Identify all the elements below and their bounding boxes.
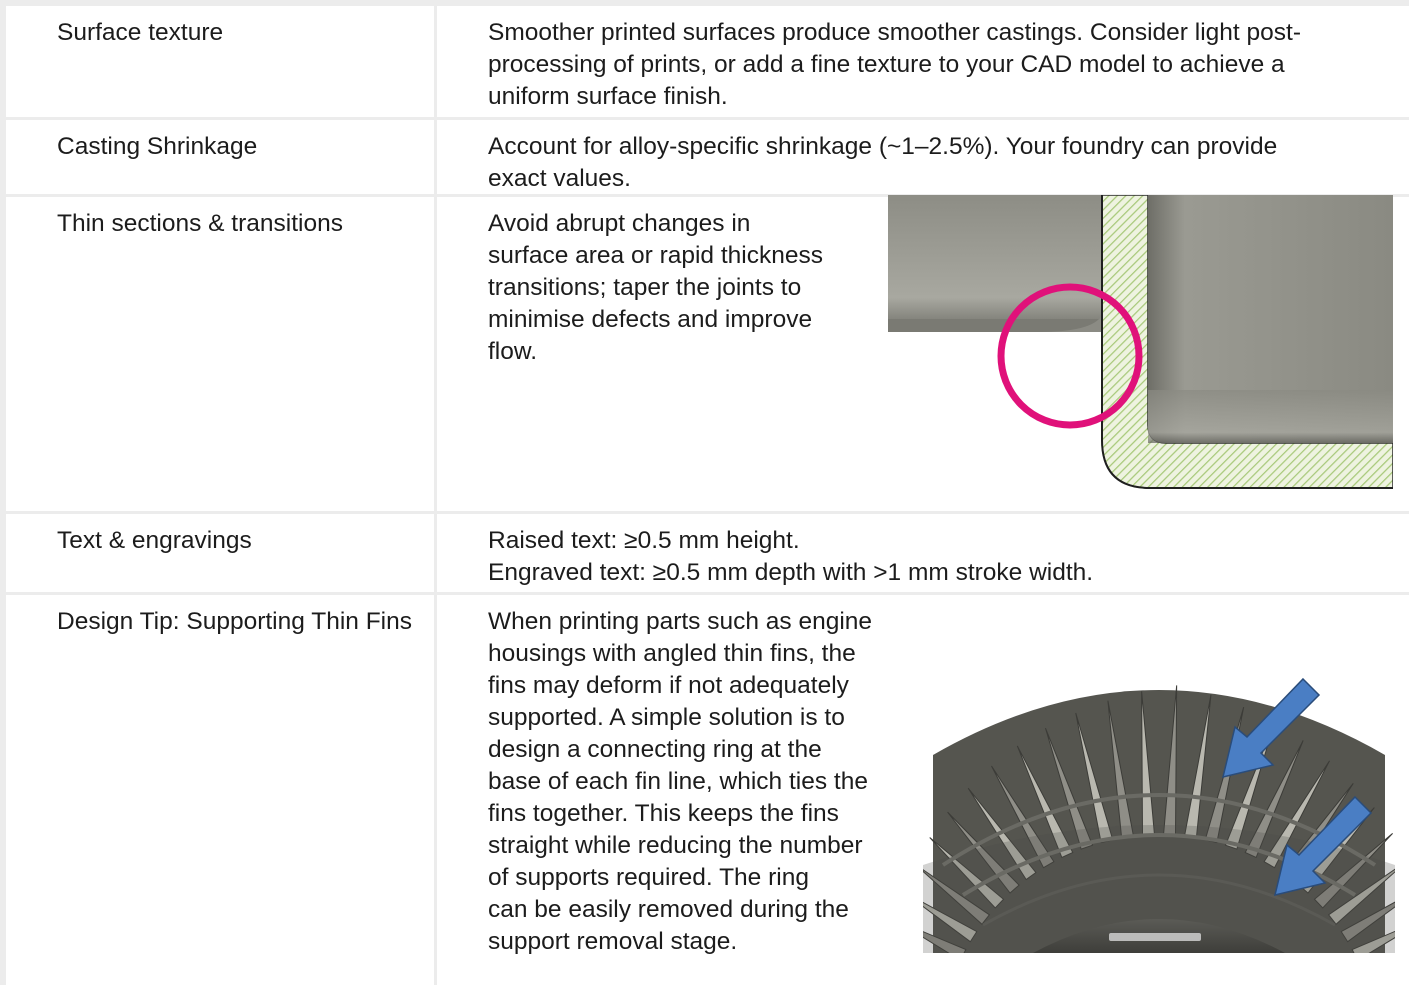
label-cell: Text & engravings — [6, 514, 434, 592]
row-description: Raised text: ≥0.5 mm height. Engraved te… — [488, 525, 1093, 589]
row-label: Casting Shrinkage — [57, 133, 258, 160]
description-line: Engraved text: ≥0.5 mm depth with >1 mm … — [488, 559, 1094, 586]
description-line: housings with angled thin fins, the — [488, 640, 856, 667]
table-row: Surface texture Smoother printed surface… — [6, 6, 1409, 117]
description-cell: Raised text: ≥0.5 mm height. Engraved te… — [437, 514, 1409, 592]
row-description: Account for alloy-specific shrinkage (~1… — [488, 131, 1277, 195]
description-line: design a connecting ring at the — [488, 736, 822, 763]
description-line: uniform surface finish. — [488, 83, 728, 110]
description-cell: When printing parts such as engine housi… — [437, 595, 1409, 985]
fillet-cross-section-figure — [888, 195, 1393, 489]
row-label: Text & engravings — [57, 527, 252, 554]
description-cell: Account for alloy-specific shrinkage (~1… — [437, 120, 1409, 194]
table-row: Thin sections & transitions Avoid abrupt… — [6, 195, 1409, 511]
label-cell: Thin sections & transitions — [6, 197, 434, 511]
row-description: When printing parts such as engine housi… — [488, 606, 872, 958]
design-guidelines-table: Surface texture Smoother printed surface… — [6, 6, 1409, 985]
row-description: Smoother printed surfaces produce smooth… — [488, 17, 1301, 113]
description-line: fins may deform if not adequately — [488, 672, 849, 699]
fin-housing-render-figure — [923, 635, 1395, 953]
table-row: Text & engravings Raised text: ≥0.5 mm h… — [6, 514, 1409, 592]
description-line: Raised text: ≥0.5 mm height. — [488, 527, 800, 554]
label-cell: Surface texture — [6, 6, 434, 117]
row-label: Thin sections & transitions — [57, 210, 343, 237]
description-line: minimise defects and improve — [488, 306, 813, 333]
description-line: Account for alloy-specific shrinkage (~1… — [488, 133, 1278, 160]
description-line: supported. A simple solution is to — [488, 704, 845, 731]
description-line: of supports required. The ring — [488, 864, 809, 891]
description-line: surface area or rapid thickness — [488, 242, 823, 269]
description-line: can be easily removed during the — [488, 896, 849, 923]
description-line: fins together. This keeps the fins — [488, 800, 839, 827]
description-line: exact values. — [488, 165, 631, 192]
description-line: Smoother printed surfaces produce smooth… — [488, 19, 1301, 46]
label-cell: Casting Shrinkage — [6, 120, 434, 194]
description-line: When printing parts such as engine — [488, 608, 873, 635]
table-row: Design Tip: Supporting Thin Fins When pr… — [6, 595, 1409, 985]
description-cell: Smoother printed surfaces produce smooth… — [437, 6, 1409, 117]
description-cell: Avoid abrupt changes in surface area or … — [437, 195, 1409, 511]
description-line: straight while reducing the number — [488, 832, 863, 859]
row-description: Avoid abrupt changes in surface area or … — [488, 208, 823, 368]
table-row: Casting Shrinkage Account for alloy-spec… — [6, 120, 1409, 194]
description-line: base of each fin line, which ties the — [488, 768, 868, 795]
row-label: Design Tip: Supporting Thin Fins — [57, 608, 412, 635]
description-line: processing of prints, or add a fine text… — [488, 51, 1285, 78]
description-line: flow. — [488, 338, 538, 365]
description-line: Avoid abrupt changes in — [488, 210, 751, 237]
description-line: transitions; taper the joints to — [488, 274, 802, 301]
description-line: support removal stage. — [488, 928, 738, 955]
row-label: Surface texture — [57, 19, 224, 46]
label-cell: Design Tip: Supporting Thin Fins — [6, 595, 434, 985]
